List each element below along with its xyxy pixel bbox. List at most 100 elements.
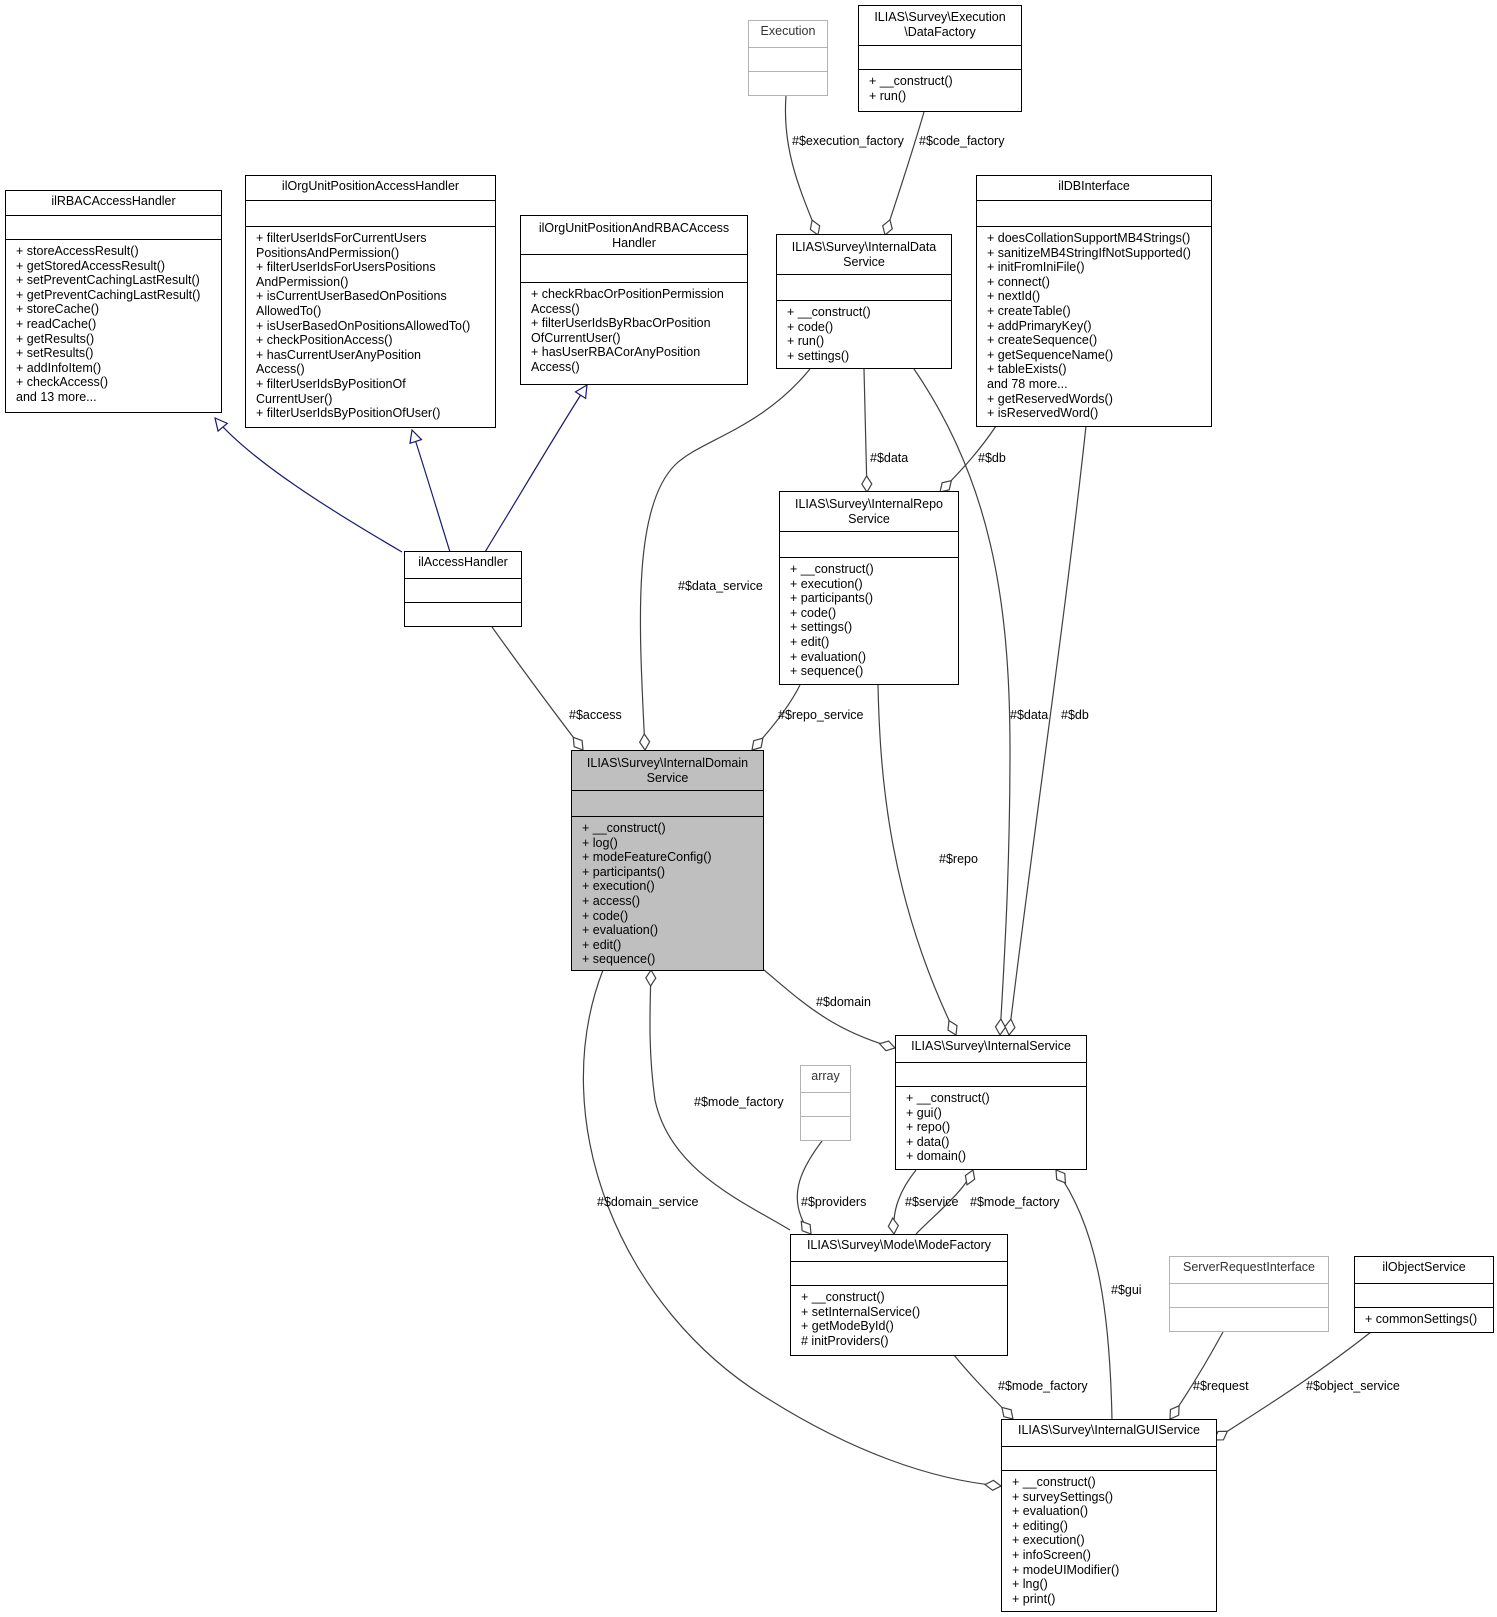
interface-db[interactable]: ilDBInterface + doesCollationSupportMB4S… bbox=[976, 175, 1212, 427]
edge-domain bbox=[763, 969, 895, 1048]
class-internal-gui-service[interactable]: ILIAS\Survey\InternalGUIService + __cons… bbox=[1001, 1419, 1217, 1612]
class-execution[interactable]: Execution bbox=[748, 20, 828, 96]
edge-repo-service bbox=[752, 684, 801, 750]
class-title: ilRBACAccessHandler bbox=[51, 194, 176, 208]
class-title: ilDBInterface bbox=[1058, 179, 1130, 193]
class-title: ILIAS\Survey\InternalService bbox=[911, 1039, 1071, 1053]
edge-label-code-factory: #$code_factory bbox=[919, 134, 1005, 148]
methods-section bbox=[405, 602, 521, 626]
interface-server-request[interactable]: ServerRequestInterface bbox=[1169, 1256, 1329, 1332]
methods-section: + __construct() + run() bbox=[859, 69, 1021, 106]
attributes-section bbox=[572, 790, 763, 816]
class-internal-repo-service[interactable]: ILIAS\Survey\InternalRepo Service + __co… bbox=[779, 491, 959, 685]
methods-section: + filterUserIdsForCurrentUsers Positions… bbox=[246, 226, 495, 424]
class-title: Execution bbox=[760, 24, 816, 38]
class-array[interactable]: array bbox=[800, 1065, 851, 1141]
class-rbac-access-handler[interactable]: ilRBACAccessHandler + storeAccessResult(… bbox=[5, 190, 222, 413]
attributes-section bbox=[896, 1062, 1086, 1086]
edge-label-domain: #$domain bbox=[816, 995, 871, 1009]
edge-label-mode-factory: #$mode_factory bbox=[694, 1095, 784, 1109]
class-title: ilOrgUnitPositionAccessHandler bbox=[281, 179, 460, 193]
class-internal-data-service[interactable]: ILIAS\Survey\InternalData Service + __co… bbox=[776, 234, 952, 369]
edge-label-repo-service: #$repo_service bbox=[778, 708, 864, 722]
edge-label-mode-factory2: #$mode_factory bbox=[970, 1195, 1060, 1209]
edge-data2 bbox=[913, 368, 1011, 1035]
edge-inherit-rbac bbox=[215, 418, 403, 553]
methods-section: + __construct() + surveySettings() + eva… bbox=[1002, 1470, 1216, 1609]
methods-section: + checkRbacOrPositionPermission Access()… bbox=[521, 282, 747, 378]
edge-label-data: #$data bbox=[870, 451, 909, 465]
edge-label-execution-factory: #$execution_factory bbox=[792, 134, 904, 148]
class-title: ServerRequestInterface bbox=[1182, 1260, 1315, 1274]
edge-label-providers: #$providers bbox=[801, 1195, 867, 1209]
attributes-section bbox=[1002, 1446, 1216, 1470]
edge-data bbox=[864, 368, 867, 492]
class-title: ILIAS\Survey\InternalDomain Service bbox=[586, 756, 749, 785]
edge-label-db2: #$db bbox=[1061, 708, 1089, 722]
edge-label-object-service: #$object_service bbox=[1306, 1379, 1400, 1393]
edge-label-data2: #$data bbox=[1010, 708, 1049, 722]
edge-label-repo: #$repo bbox=[939, 852, 978, 866]
class-title: ILIAS\Survey\InternalGUIService bbox=[1017, 1423, 1201, 1437]
class-orgunit-position-access-handler[interactable]: ilOrgUnitPositionAccessHandler + filterU… bbox=[245, 175, 496, 428]
attributes-section bbox=[777, 274, 951, 300]
edge-inherit-orgunit-rbac bbox=[484, 385, 587, 553]
edge-db bbox=[940, 425, 997, 492]
attributes-section bbox=[780, 531, 958, 557]
attributes-section bbox=[521, 254, 747, 282]
class-title: array bbox=[811, 1069, 840, 1083]
class-internal-domain-service[interactable]: ILIAS\Survey\InternalDomain Service + __… bbox=[571, 750, 764, 971]
edge-label-service: #$service bbox=[905, 1195, 959, 1209]
attributes-section bbox=[246, 200, 495, 226]
edge-mode-factory2 bbox=[915, 1170, 973, 1235]
class-title: ilAccessHandler bbox=[418, 555, 508, 569]
edge-service bbox=[894, 1169, 917, 1234]
methods-section: + doesCollationSupportMB4Strings() + san… bbox=[977, 226, 1211, 424]
methods-section: + storeAccessResult() + getStoredAccessR… bbox=[6, 239, 221, 408]
class-title: ILIAS\Survey\Mode\ModeFactory bbox=[806, 1238, 992, 1252]
methods-section bbox=[801, 1116, 850, 1140]
class-title: ILIAS\Survey\Execution \DataFactory bbox=[874, 10, 1006, 39]
edge-repo bbox=[877, 684, 956, 1035]
attributes-section bbox=[1170, 1283, 1328, 1307]
edge-mode-factory bbox=[650, 970, 791, 1231]
methods-section: + __construct() + setInternalService() +… bbox=[791, 1285, 1007, 1351]
edge-label-mode-factory3: #$mode_factory bbox=[998, 1379, 1088, 1393]
class-orgunit-rbac-access-handler[interactable]: ilOrgUnitPositionAndRBACAccess Handler +… bbox=[520, 215, 748, 385]
edge-object-service bbox=[1214, 1331, 1372, 1440]
attributes-section bbox=[791, 1261, 1007, 1285]
edge-inherit-orgunit bbox=[412, 430, 451, 553]
edge-data-service bbox=[640, 368, 811, 750]
class-title: ilOrgUnitPositionAndRBACAccess Handler bbox=[538, 221, 730, 250]
edge-execution-factory bbox=[784, 95, 818, 235]
class-object-service[interactable]: ilObjectService + commonSettings() bbox=[1354, 1256, 1494, 1333]
methods-section: + __construct() + log() + modeFeatureCon… bbox=[572, 816, 763, 970]
attributes-section bbox=[749, 47, 827, 71]
class-internal-service[interactable]: ILIAS\Survey\InternalService + __constru… bbox=[895, 1035, 1087, 1170]
edge-db2 bbox=[1009, 425, 1087, 1035]
methods-section: + __construct() + gui() + repo() + data(… bbox=[896, 1086, 1086, 1167]
methods-section: + __construct() + code() + run() + setti… bbox=[777, 300, 951, 366]
edge-label-request: #$request bbox=[1193, 1379, 1249, 1393]
attributes-section bbox=[6, 215, 221, 239]
attributes-section bbox=[1355, 1283, 1493, 1307]
class-data-factory[interactable]: ILIAS\Survey\Execution \DataFactory + __… bbox=[858, 5, 1022, 112]
class-title: ilObjectService bbox=[1382, 1260, 1466, 1274]
edge-label-data-service: #$data_service bbox=[678, 579, 763, 593]
edge-gui bbox=[1056, 1170, 1113, 1421]
class-title: ILIAS\Survey\InternalRepo Service bbox=[795, 497, 943, 526]
edge-access bbox=[491, 626, 583, 750]
edge-label-access: #$access bbox=[569, 708, 622, 722]
methods-section: + commonSettings() bbox=[1355, 1307, 1493, 1330]
attributes-section bbox=[801, 1092, 850, 1116]
attributes-section bbox=[859, 45, 1021, 69]
interface-access-handler[interactable]: ilAccessHandler bbox=[404, 551, 522, 627]
attributes-section bbox=[977, 200, 1211, 226]
edge-request bbox=[1170, 1331, 1224, 1419]
methods-section: + __construct() + execution() + particip… bbox=[780, 557, 958, 682]
edge-label-gui: #$gui bbox=[1111, 1283, 1142, 1297]
class-mode-factory[interactable]: ILIAS\Survey\Mode\ModeFactory + __constr… bbox=[790, 1234, 1008, 1356]
methods-section bbox=[749, 71, 827, 95]
